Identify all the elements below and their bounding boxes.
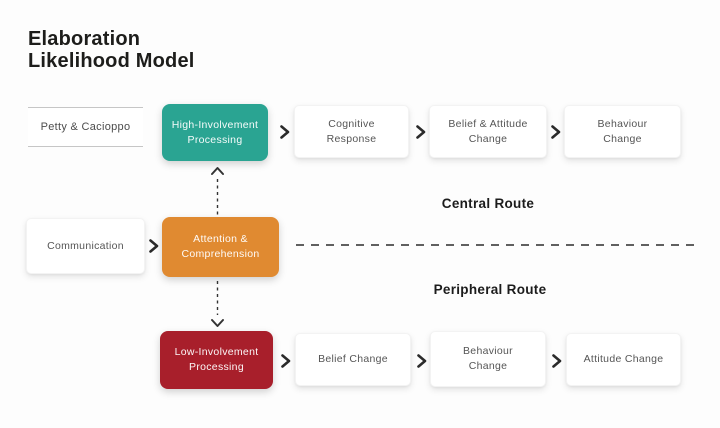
node-label: High-Involvement bbox=[171, 118, 259, 131]
node-behaviour-change-peripheral[interactable]: Behaviour Change bbox=[430, 331, 546, 387]
node-label: Change bbox=[603, 132, 642, 145]
node-label: Behaviour bbox=[597, 117, 648, 130]
arrow-right-icon bbox=[149, 239, 159, 253]
peripheral-route-label: Peripheral Route bbox=[433, 282, 547, 297]
arrow-right-icon bbox=[280, 125, 290, 139]
arrow-right-icon bbox=[417, 354, 427, 368]
node-label: Communication bbox=[47, 239, 124, 252]
node-label: Attitude Change bbox=[583, 353, 664, 365]
dashed-arrow-down bbox=[211, 281, 224, 327]
node-label: Response bbox=[326, 132, 377, 145]
node-attitude-change[interactable]: Attitude Change bbox=[566, 333, 681, 386]
node-label: Belief Change bbox=[318, 353, 388, 365]
node-label: Attention & bbox=[193, 233, 248, 245]
node-behaviour-change-central[interactable]: Behaviour Change bbox=[564, 105, 681, 158]
dashed-arrow-up bbox=[211, 167, 224, 215]
node-belief-attitude-change[interactable]: Belief & Attitude Change bbox=[429, 105, 547, 158]
arrow-right-icon bbox=[416, 125, 426, 139]
node-label: Comprehension bbox=[181, 248, 260, 260]
node-cognitive-response[interactable]: Cognitive Response bbox=[294, 105, 409, 158]
node-label: Cognitive bbox=[328, 117, 375, 130]
authors-label: Petty & Cacioppo bbox=[40, 121, 131, 133]
route-divider-dashed-line bbox=[296, 244, 698, 246]
page-title-line2: Likelihood Model bbox=[28, 50, 195, 72]
arrow-right-icon bbox=[551, 125, 561, 139]
page-title-line1: Elaboration bbox=[28, 28, 141, 50]
arrow-right-icon bbox=[552, 354, 562, 368]
node-label: Belief & Attitude bbox=[448, 117, 528, 130]
node-label: Behaviour bbox=[463, 345, 513, 357]
node-attention-comprehension[interactable]: Attention & Comprehension bbox=[162, 217, 279, 277]
node-label: Change bbox=[468, 132, 508, 145]
node-communication[interactable]: Communication bbox=[26, 218, 145, 274]
node-label: Processing bbox=[187, 133, 243, 146]
central-route-label: Central Route bbox=[441, 196, 535, 211]
node-belief-change[interactable]: Belief Change bbox=[295, 333, 411, 386]
node-label: Change bbox=[468, 360, 508, 372]
node-label: Processing bbox=[189, 361, 244, 373]
arrow-right-icon bbox=[281, 354, 291, 368]
node-high-involvement-processing[interactable]: High-Involvement Processing bbox=[162, 104, 268, 161]
node-low-involvement-processing[interactable]: Low-Involvement Processing bbox=[160, 331, 273, 389]
node-label: Low-Involvement bbox=[174, 346, 259, 358]
authors-box: Petty & Cacioppo bbox=[28, 107, 143, 147]
page-title: Elaboration Likelihood Model bbox=[28, 28, 195, 72]
